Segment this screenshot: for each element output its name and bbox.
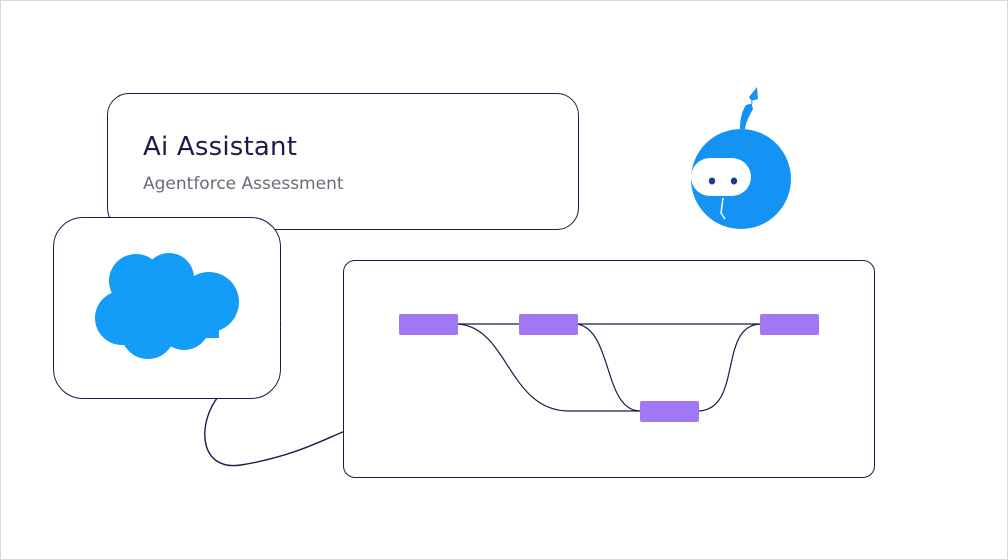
flow-node-2: [519, 314, 578, 335]
logo-card: [53, 217, 281, 399]
flow-node-1: [399, 314, 458, 335]
cloud-logo-icon: [95, 253, 239, 359]
flow-node-4: [760, 314, 819, 335]
page-subtitle: Agentforce Assessment: [143, 174, 344, 194]
page-title: Ai Assistant: [143, 132, 298, 162]
flow-connections: [456, 322, 760, 412]
flow-node-3: [640, 401, 699, 422]
flow-card: [343, 260, 875, 478]
title-card: Ai Assistant Agentforce Assessment: [107, 93, 579, 230]
